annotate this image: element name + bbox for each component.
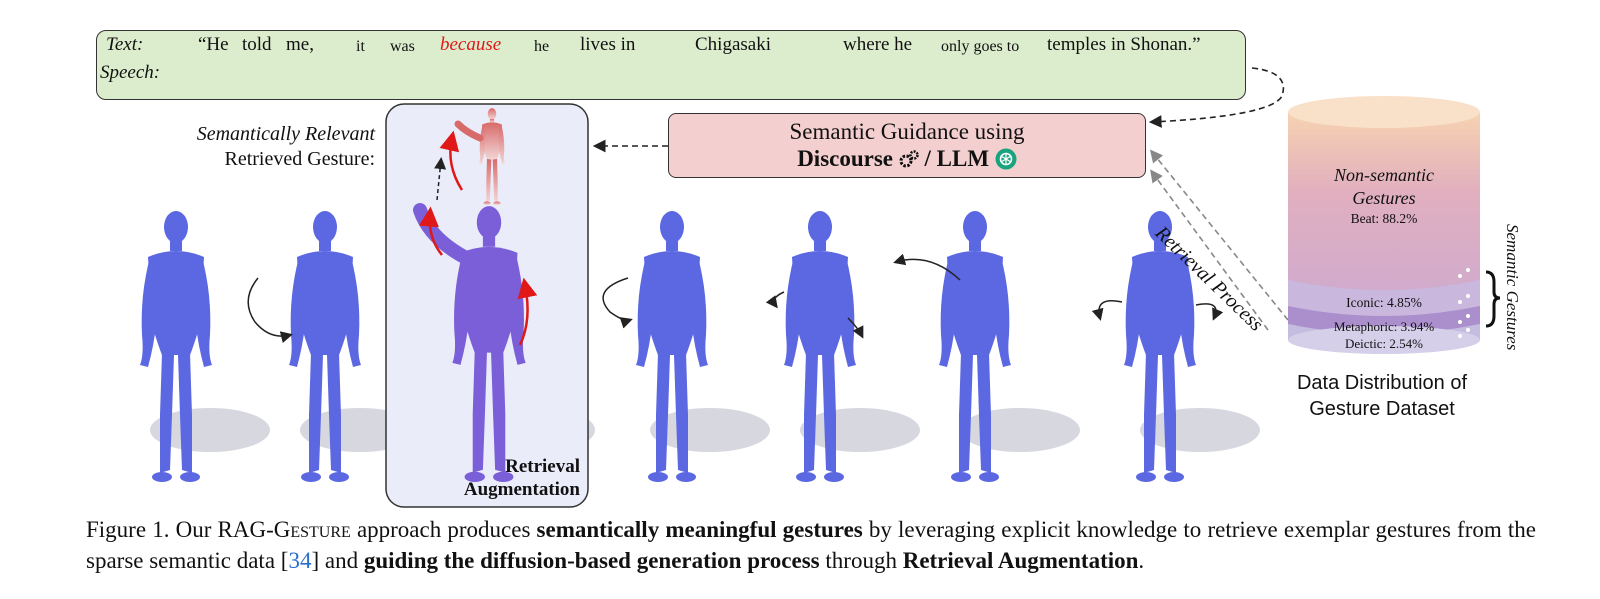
data-distribution-label: Data Distribution of Gesture Dataset — [1296, 372, 1468, 420]
text-to-guidance-arrow — [1148, 67, 1285, 128]
llm-logo-icon — [995, 148, 1017, 170]
text-speech-box — [96, 30, 1246, 100]
llm-label: / LLM — [924, 146, 990, 171]
figure-illustration — [140, 67, 1501, 508]
transcript-word: “He — [198, 34, 229, 55]
method-name: RAG-Gesture — [217, 517, 351, 542]
transcript-word: was — [390, 38, 415, 55]
beat-label: Beat: 88.2% — [1350, 211, 1418, 226]
semantic-brace — [1485, 270, 1501, 328]
motion-arrows — [247, 253, 1224, 343]
nonsemantic-label: Non-semantic Gestures — [1334, 165, 1434, 208]
retrieval-process-arrows — [1149, 149, 1289, 331]
speech-label: Speech: — [100, 62, 161, 83]
semantic-guidance-box: Semantic Guidance using Discourse / LLM — [668, 113, 1146, 178]
metaphoric-label: Metaphoric: 3.94% — [1333, 319, 1435, 334]
retrieval-augmentation-label: Retrieval Augmentation — [463, 456, 580, 500]
semantic-gestures-label: Semantic Gestures — [1503, 224, 1522, 351]
transcript-word: told — [242, 34, 272, 55]
transcript-word: Chigasaki — [695, 34, 771, 55]
gear-icon — [899, 150, 919, 168]
deictic-label: Deictic: 2.54% — [1345, 336, 1423, 351]
transcript-word: where he — [843, 34, 913, 55]
transcript-word: lives in — [580, 34, 636, 55]
transcript-word: temples in Shonan.” — [1047, 34, 1201, 55]
text-label: Text: — [106, 34, 144, 55]
iconic-label: Iconic: 4.85% — [1346, 295, 1422, 310]
retrieved-gesture-label: Semantically Relevant Retrieved Gesture: — [196, 123, 375, 170]
citation-link[interactable]: 34 — [288, 548, 312, 573]
figure-caption: Figure 1. Our RAG-Gesture approach produ… — [86, 517, 1536, 573]
transcript-word: because — [440, 34, 502, 55]
transcript-word: it — [356, 38, 365, 55]
transcript-word: only goes to — [941, 38, 1020, 55]
transcript-word: me, — [286, 34, 314, 55]
gesture-database-cylinder — [1288, 96, 1480, 354]
retrieved-gesture-figure — [454, 108, 505, 205]
transcript-word: he — [534, 38, 550, 55]
guidance-title: Semantic Guidance using — [789, 119, 1025, 144]
motion-arrows-red — [419, 130, 538, 346]
discourse-label: Discourse — [797, 146, 894, 171]
